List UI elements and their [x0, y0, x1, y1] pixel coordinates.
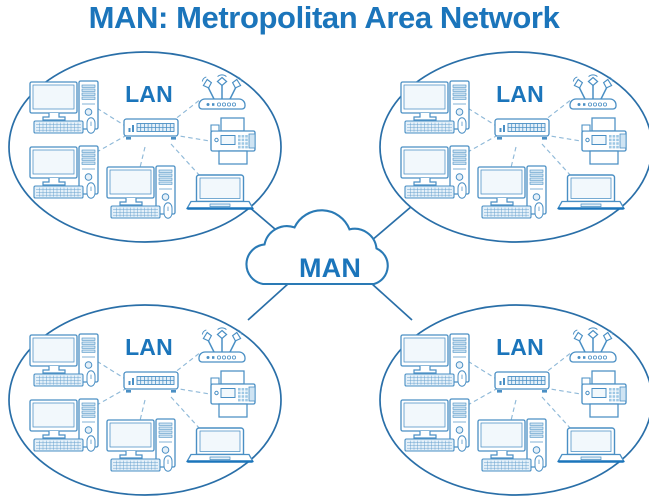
cloud-shape	[245, 209, 389, 286]
man-cloud[interactable]: MAN	[245, 209, 389, 286]
man-label: MAN	[299, 253, 361, 283]
link-cloud-to-lan-top-right	[370, 205, 413, 242]
page-title: MAN: Metropolitan Area Network	[89, 0, 561, 35]
link-cloud-to-lan-bottom-left	[247, 282, 290, 321]
link-cloud-to-lan-bottom-right	[370, 282, 413, 321]
